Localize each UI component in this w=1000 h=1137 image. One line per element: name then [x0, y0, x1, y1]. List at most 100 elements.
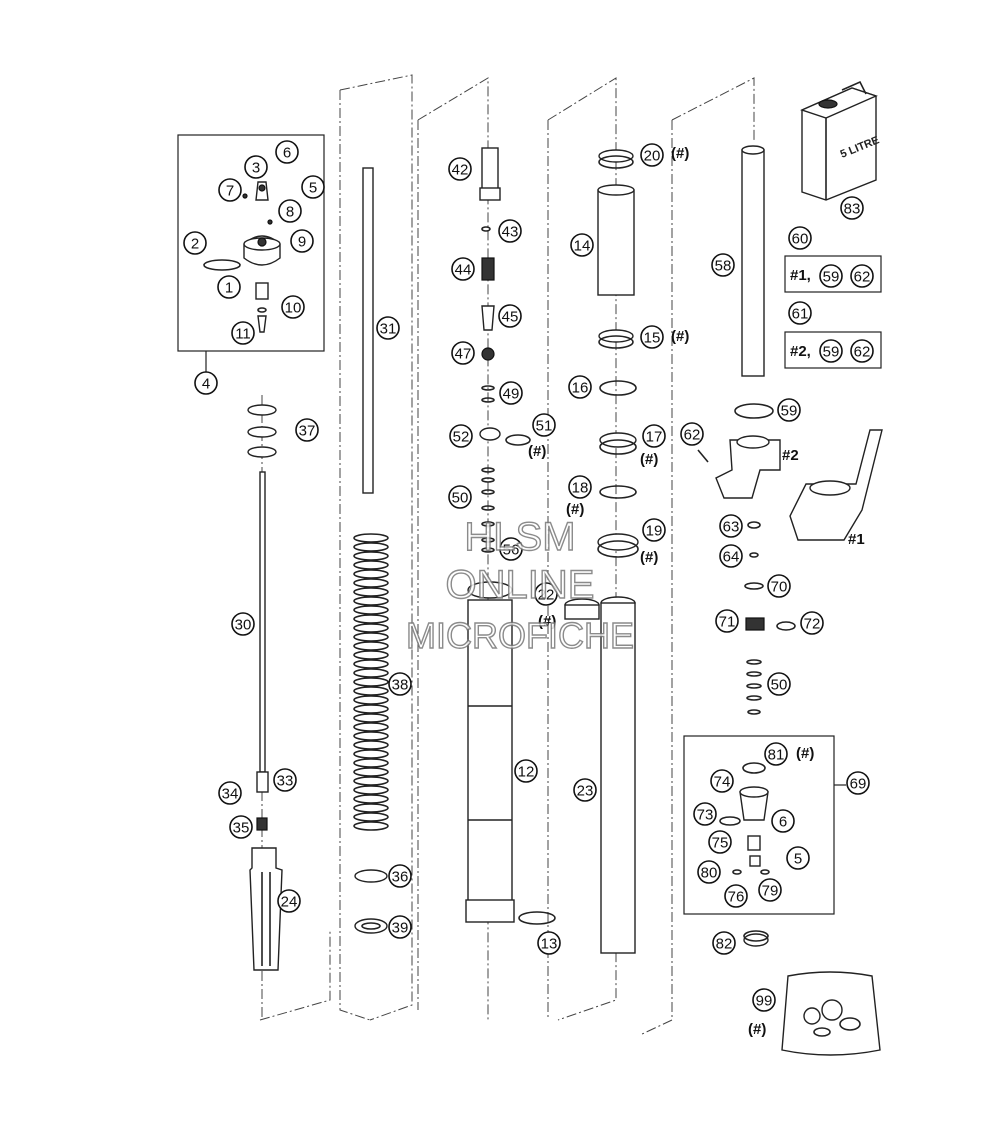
callout-44: 44: [451, 257, 475, 281]
spring-coil: [353, 533, 389, 543]
spring-coil: [353, 704, 389, 714]
spring-coil: [353, 785, 389, 795]
callout-number: 60: [792, 231, 809, 248]
spring-coil: [353, 560, 389, 570]
callout-circle: [568, 475, 592, 499]
callout-69: 69: [846, 771, 870, 795]
spring-coil: [353, 731, 389, 741]
callout-circle: [194, 371, 218, 395]
note-hash-51: (#): [528, 443, 546, 460]
callout-63: 63: [719, 514, 743, 538]
callout-number: 79: [762, 883, 779, 900]
callout-number: 62: [684, 427, 701, 444]
callout-number: 5: [794, 851, 802, 868]
callout-circle: [719, 544, 743, 568]
callout-36: 36: [388, 864, 412, 888]
callout-99: 99: [752, 988, 776, 1012]
callout-18: 18: [568, 475, 592, 499]
callout-number: 71: [719, 614, 736, 631]
note-hash-99: (#): [748, 1021, 766, 1038]
callout-circle: [724, 884, 748, 908]
note-hash-81: (#): [796, 745, 814, 762]
callout-number: 50: [771, 677, 788, 694]
note-hash-18: (#): [566, 501, 584, 518]
callout-number: 24: [281, 894, 298, 911]
spring-coil: [353, 650, 389, 660]
callout-37: 37: [295, 418, 319, 442]
spring-coil: [353, 776, 389, 786]
callout-64: 64: [719, 544, 743, 568]
callout-number: 10: [285, 300, 302, 317]
callout-number: 20: [644, 148, 661, 165]
callout-number: 59: [823, 344, 840, 361]
spring-coil: [353, 722, 389, 732]
callout-number: 56: [503, 542, 520, 559]
spring-coil: [353, 551, 389, 561]
callout-80: 80: [697, 860, 721, 884]
callout-circle: [642, 424, 666, 448]
callout-number: 5: [309, 180, 317, 197]
callout-59: 59: [819, 339, 843, 363]
callout-circle: [788, 226, 812, 250]
spring-coil: [353, 632, 389, 642]
callout-number: 3: [252, 160, 260, 177]
callout-number: 76: [728, 889, 745, 906]
spring-coil: [353, 569, 389, 579]
compression-assembly-box: [683, 735, 835, 915]
seal-kit-bag: [781, 971, 881, 1056]
callout-number: 12: [518, 764, 535, 781]
callout-62: 62: [850, 264, 874, 288]
callout-81: 81: [764, 742, 788, 766]
callout-42: 42: [448, 157, 472, 181]
callout-6: 6: [771, 809, 795, 833]
callout-82: 82: [712, 931, 736, 955]
callout-number: 58: [715, 258, 732, 275]
notes: (#) (#) (#) (#) (#) (#) (#) (#) (#) #2 #…: [528, 145, 865, 1038]
callout-circle: [771, 809, 795, 833]
kit-2-label: #2,: [790, 343, 811, 360]
callout-83: 83: [840, 196, 864, 220]
callout-58: 58: [711, 253, 735, 277]
note-hash-17: (#): [640, 451, 658, 468]
callout-22: 22: [534, 582, 558, 606]
callout-number: 23: [577, 783, 594, 800]
callout-17: 17: [642, 424, 666, 448]
callout-30: 30: [231, 612, 255, 636]
callout-circle: [680, 422, 704, 446]
callout-circle: [244, 155, 268, 179]
callout-number: 7: [226, 183, 234, 200]
callout-number: 16: [572, 380, 589, 397]
callout-59: 59: [777, 398, 801, 422]
spring-coil: [353, 686, 389, 696]
callout-14: 14: [570, 233, 594, 257]
callout-circle: [231, 612, 255, 636]
spring-coil: [353, 794, 389, 804]
kit-1-label: #1,: [790, 267, 811, 284]
callout-circle: [218, 178, 242, 202]
callout-number: 15: [644, 330, 661, 347]
callout-10: 10: [281, 295, 305, 319]
note-hash-15: (#): [671, 328, 689, 345]
callout-51: 51: [532, 413, 556, 437]
callout-circle: [532, 413, 556, 437]
callout-circle: [767, 672, 791, 696]
callout-34: 34: [218, 781, 242, 805]
callout-number: 17: [646, 429, 663, 446]
callout-circle: [819, 339, 843, 363]
parts-valving: [479, 147, 531, 553]
callout-number: 59: [823, 269, 840, 286]
spring-coil: [353, 542, 389, 552]
callout-31: 31: [376, 316, 400, 340]
callout-59: 59: [819, 264, 843, 288]
callout-circle: [376, 316, 400, 340]
callout-number: 19: [646, 523, 663, 540]
parts-bushings: [564, 149, 639, 954]
callout-circle: [290, 229, 314, 253]
callout-number: 83: [844, 201, 861, 218]
callout-circle: [388, 915, 412, 939]
note-variant-1: #1: [848, 531, 865, 548]
callout-50: 50: [767, 672, 791, 696]
callout-circle: [498, 219, 522, 243]
